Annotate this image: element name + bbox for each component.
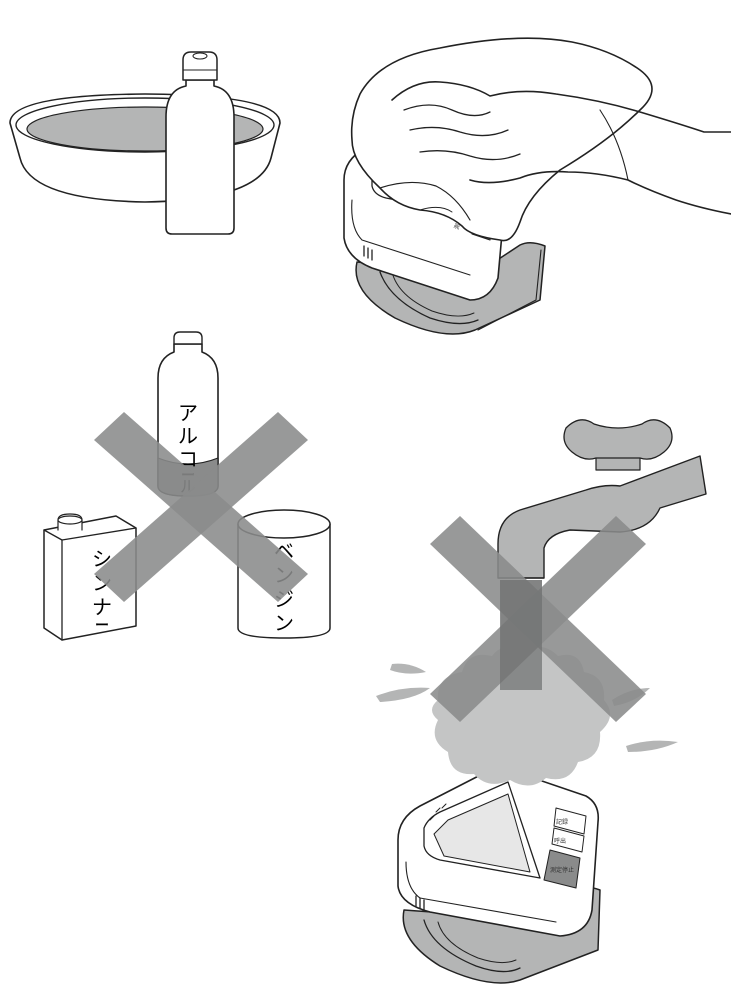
measure-stop-button-label: 測定停止 [550,866,574,874]
alcohol-char-2: ル [178,424,198,448]
basin-icon [10,94,280,202]
no-running-water-panel: 記録 呼出 測定停止 [376,420,706,983]
wash-with-diluted-detergent-panel [10,52,280,234]
alcohol-char-1: ア [178,401,198,425]
wipe-with-cloth-panel: 測定 [344,38,731,334]
benzine-char-4: ン [274,611,294,635]
detergent-bottle-icon [166,52,234,234]
thinner-char-4: ー [95,618,109,634]
blood-pressure-monitor-icon: 記録 呼出 測定停止 [398,766,600,983]
no-solvents-panel: ア ル コ ー ル シ ン ナ ー ベ ン [44,332,330,640]
thinner-char-3: ナ [92,595,112,619]
record-button-label: 記録 [556,818,568,826]
recall-button-label: 呼出 [554,837,566,845]
